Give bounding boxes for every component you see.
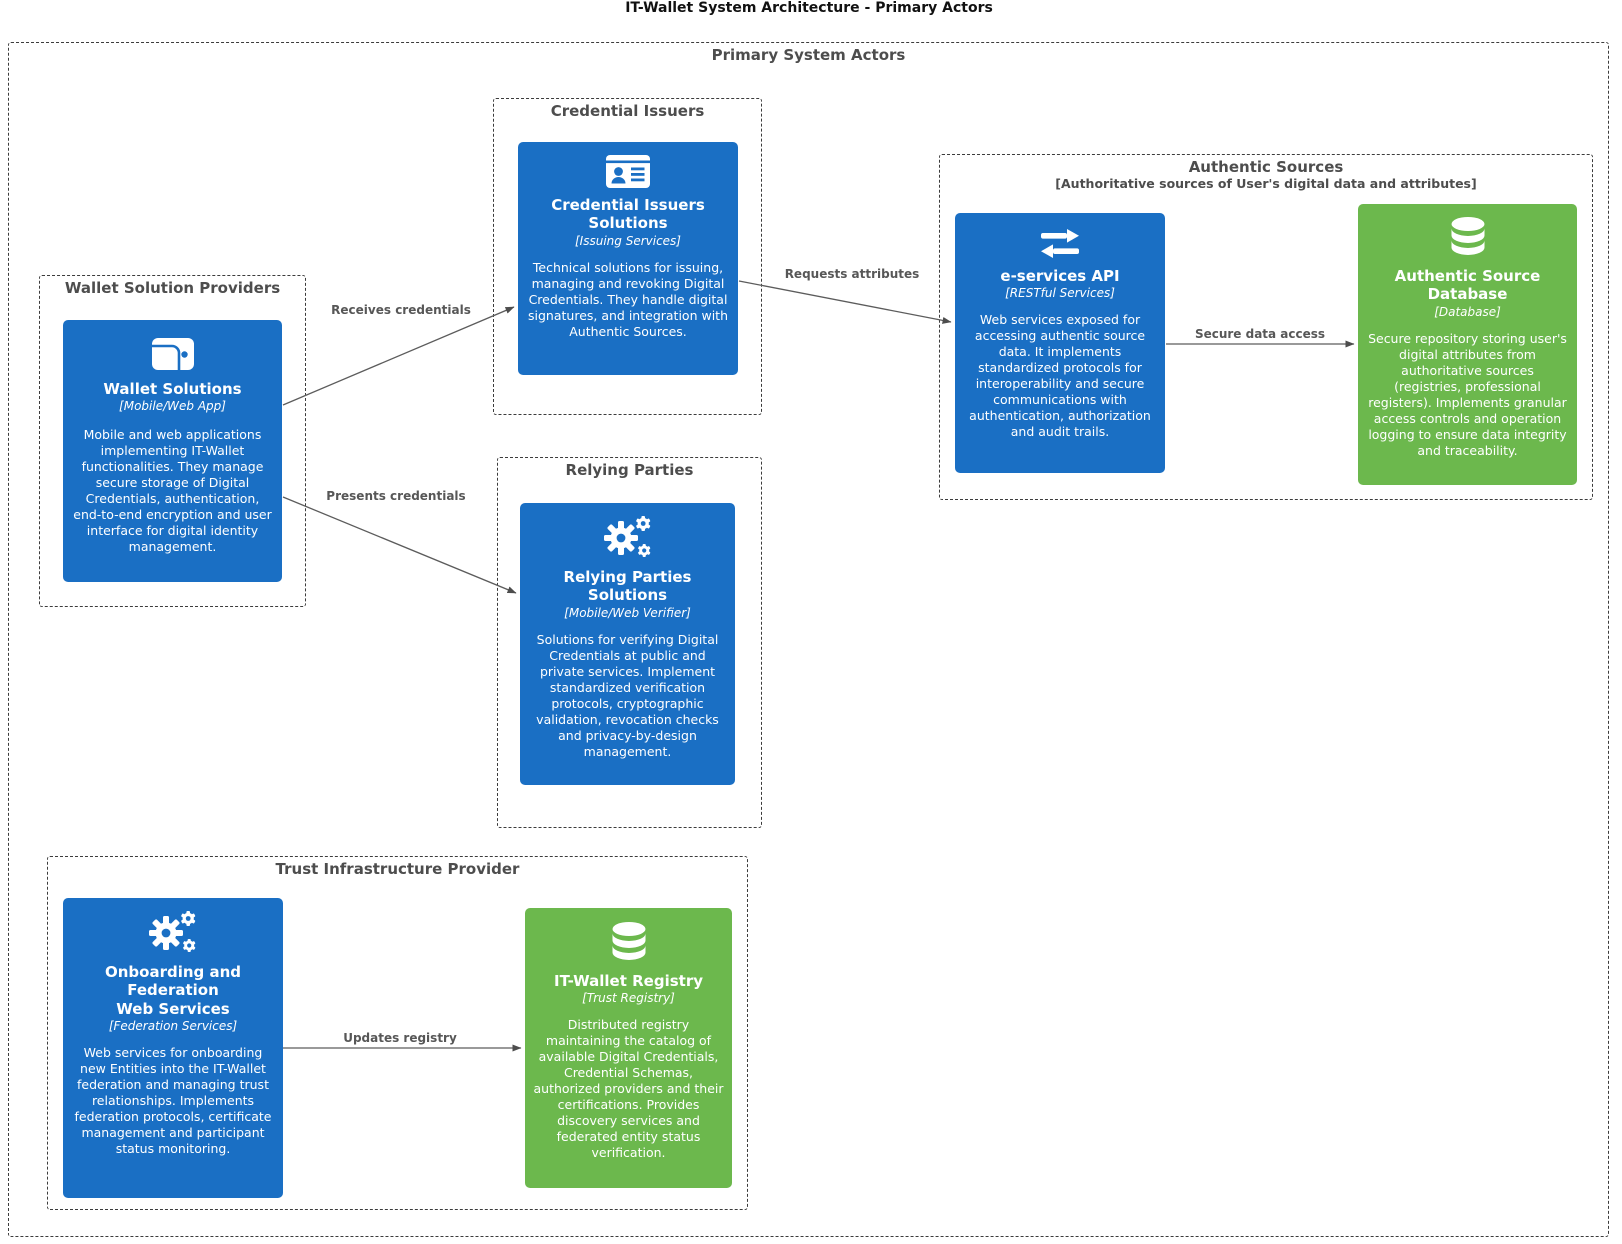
node-relying-parties-solutions-type: [Mobile/Web Verifier] (564, 605, 691, 620)
boundary-authentic-sources-label: Authentic Sources (1188, 158, 1344, 176)
node-eservices-api-type: [RESTful Services] (1005, 286, 1115, 301)
database-icon (608, 921, 650, 965)
boundary-trust-infrastructure-provider-label: Trust Infrastructure Provider (275, 860, 520, 878)
boundary-trust-infrastructure-provider: Trust Infrastructure Provider (47, 856, 748, 1210)
node-wallet-solutions-type: [Mobile/Web App] (119, 399, 226, 414)
node-eservices-api-description: Web services exposed for accessing authe… (969, 312, 1151, 440)
node-credential-issuers-solutions: Credential Issuers Solutions [Issuing Se… (518, 142, 738, 375)
node-credential-issuers-solutions-title: Credential Issuers Solutions (551, 196, 705, 233)
node-credential-issuers-solutions-description: Technical solutions for issuing, managin… (528, 259, 728, 339)
node-authentic-source-database-title: Authentic Source Database (1394, 267, 1541, 304)
gears-icon (602, 515, 654, 561)
node-relying-parties-solutions-description: Solutions for verifying Digital Credenti… (536, 631, 719, 759)
node-onboarding-federation-web-services: Onboarding and Federation Web Services [… (63, 898, 283, 1198)
edge-updates-registry-label: Updates registry (343, 1031, 457, 1045)
gears-icon (147, 910, 199, 956)
edge-presents-credentials-label: Presents credentials (326, 489, 466, 503)
node-it-wallet-registry-title: IT-Wallet Registry (553, 972, 704, 990)
node-onboarding-federation-web-services-type: [Federation Services] (108, 1018, 238, 1033)
boundary-primary-system-actors: Primary System Actors (8, 42, 1609, 1237)
boundary-authentic-sources: Authentic Sources [Authoritative sources… (939, 154, 1593, 500)
node-wallet-solutions-description: Mobile and web applications implementing… (73, 427, 272, 555)
node-relying-parties-solutions-title: Relying Parties Solutions (563, 568, 692, 605)
node-onboarding-federation-web-services-title: Onboarding and Federation Web Services (104, 963, 242, 1018)
boundary-wallet-solution-providers: Wallet Solution Providers (39, 275, 306, 607)
node-authentic-source-database-description: Secure repository storing user's digital… (1368, 330, 1567, 458)
boundary-credential-issuers-label: Credential Issuers (550, 102, 705, 120)
node-relying-parties-solutions: Relying Parties Solutions [Mobile/Web Ve… (520, 503, 735, 785)
page-title: IT-Wallet System Architecture - Primary … (625, 0, 993, 16)
node-wallet-solutions: Wallet Solutions [Mobile/Web App] Mobile… (63, 320, 282, 582)
boundary-relying-parties: Relying Parties (497, 457, 762, 828)
exchange-arrows-icon (1037, 227, 1083, 260)
wallet-icon (149, 334, 197, 373)
node-it-wallet-registry-type: [Trust Registry] (582, 991, 675, 1006)
node-authentic-source-database-type: [Database] (1434, 304, 1501, 319)
edge-receives-credentials-label: Receives credentials (331, 303, 471, 317)
node-it-wallet-registry-description: Distributed registry maintaining the cat… (533, 1017, 724, 1161)
node-onboarding-federation-web-services-description: Web services for onboarding new Entities… (74, 1044, 272, 1156)
id-card-icon (605, 154, 651, 189)
node-eservices-api-title: e-services API (1000, 267, 1120, 285)
node-eservices-api: e-services API [RESTful Services] Web se… (955, 213, 1165, 473)
boundary-credential-issuers: Credential Issuers (493, 98, 762, 415)
edge-requests-attributes-label: Requests attributes (784, 267, 920, 281)
node-wallet-solutions-title: Wallet Solutions (103, 380, 242, 398)
node-it-wallet-registry: IT-Wallet Registry [Trust Registry] Dist… (525, 908, 732, 1188)
boundary-primary-system-actors-label: Primary System Actors (711, 46, 906, 64)
edge-secure-data-access-label: Secure data access (1194, 327, 1326, 341)
node-credential-issuers-solutions-type: [Issuing Services] (575, 233, 681, 248)
node-authentic-source-database: Authentic Source Database [Database] Sec… (1358, 204, 1577, 485)
boundary-relying-parties-label: Relying Parties (565, 461, 694, 479)
database-icon (1447, 216, 1489, 260)
boundary-authentic-sources-sublabel: [Authoritative sources of User's digital… (1055, 176, 1477, 191)
boundary-wallet-solution-providers-label: Wallet Solution Providers (64, 279, 281, 297)
